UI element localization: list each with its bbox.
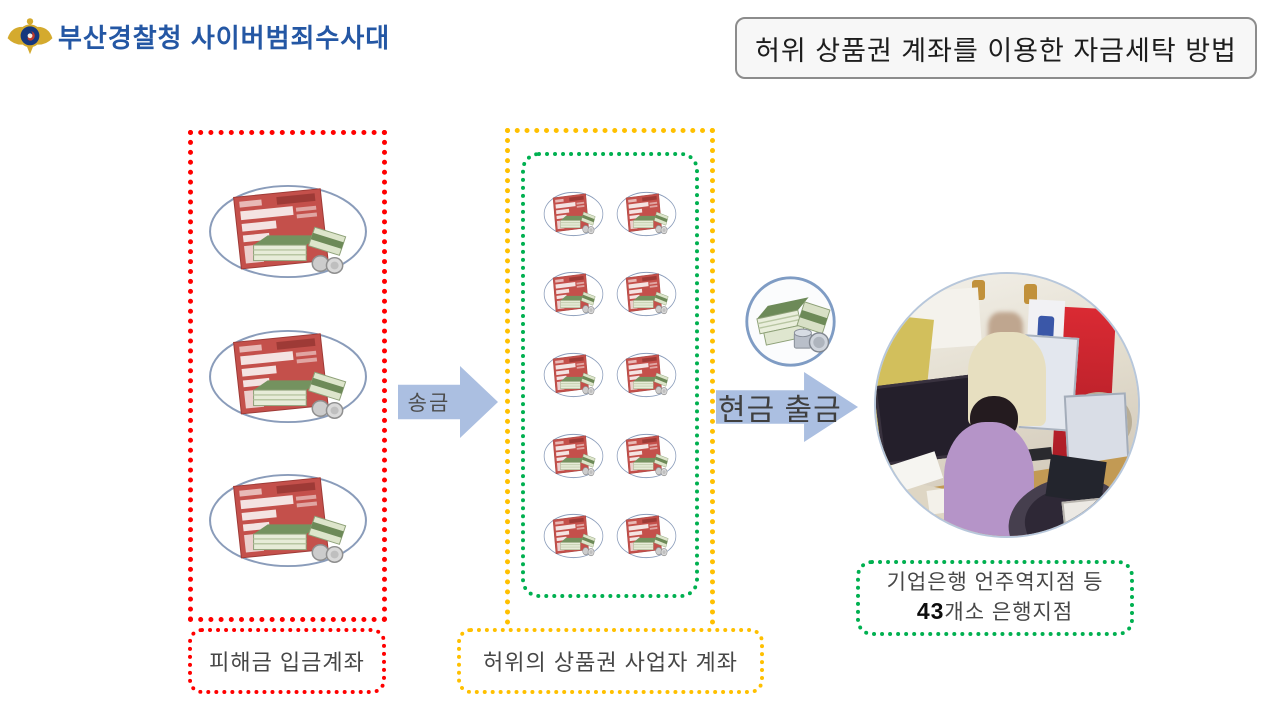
fake-accounts-box xyxy=(505,128,715,635)
fake-accounts-inner-box xyxy=(521,152,699,598)
withdraw-arrow-label: 현금 출금 xyxy=(718,394,842,427)
deposit-slip-money-icon xyxy=(543,352,604,398)
deposit-slip-money-icon xyxy=(543,272,604,317)
deposit-slip-money-icon xyxy=(543,191,604,236)
victim-slip-list xyxy=(193,135,382,617)
slide-title-text: 허위 상품권 계좌를 이용한 자금세탁 방법 xyxy=(755,35,1237,66)
bank-teller-cctv-photo xyxy=(874,272,1140,538)
deposit-slip-money-icon xyxy=(616,352,677,398)
fake-account-label: 허위의 상품권 사업자 계좌 xyxy=(457,628,764,694)
transfer-arrow: 송금 xyxy=(398,366,498,438)
branch-count: 43 xyxy=(916,597,945,624)
victim-account-label: 피해금 입금계좌 xyxy=(188,628,386,694)
deposit-slip-money-icon xyxy=(616,514,677,559)
photo-telephone xyxy=(1045,454,1107,504)
bank-branch-line2: 43개소 은행지점 xyxy=(916,597,1074,624)
cash-withdraw-arrow: 현금 출금 xyxy=(716,372,858,442)
victim-accounts-box xyxy=(188,130,387,622)
deposit-slip-money-icon xyxy=(208,329,367,423)
deposit-slip-money-icon xyxy=(616,433,677,478)
bank-branch-label: 기업은행 언주역지점 등 43개소 은행지점 xyxy=(856,560,1134,636)
deposit-slip-money-icon xyxy=(208,474,367,568)
transfer-arrow-label: 송금 xyxy=(407,392,451,415)
bank-branch-line1: 기업은행 언주역지점 등 xyxy=(886,571,1104,595)
police-emblem-icon xyxy=(7,18,53,55)
photo-printer xyxy=(1061,494,1138,536)
deposit-slip-money-icon xyxy=(616,191,677,236)
deposit-slip-money-icon xyxy=(208,184,367,278)
deposit-slip-money-icon xyxy=(543,433,604,478)
deposit-slip-money-icon xyxy=(543,514,604,559)
cash-bundle-icon xyxy=(745,276,836,367)
photo-stool xyxy=(1024,284,1037,304)
deposit-slip-money-icon xyxy=(616,272,677,317)
fake-slip-grid xyxy=(525,156,695,594)
slide-title: 허위 상품권 계좌를 이용한 자금세탁 방법 xyxy=(735,17,1257,79)
agency-name: 부산경찰청 사이버범죄수사대 xyxy=(58,23,391,53)
